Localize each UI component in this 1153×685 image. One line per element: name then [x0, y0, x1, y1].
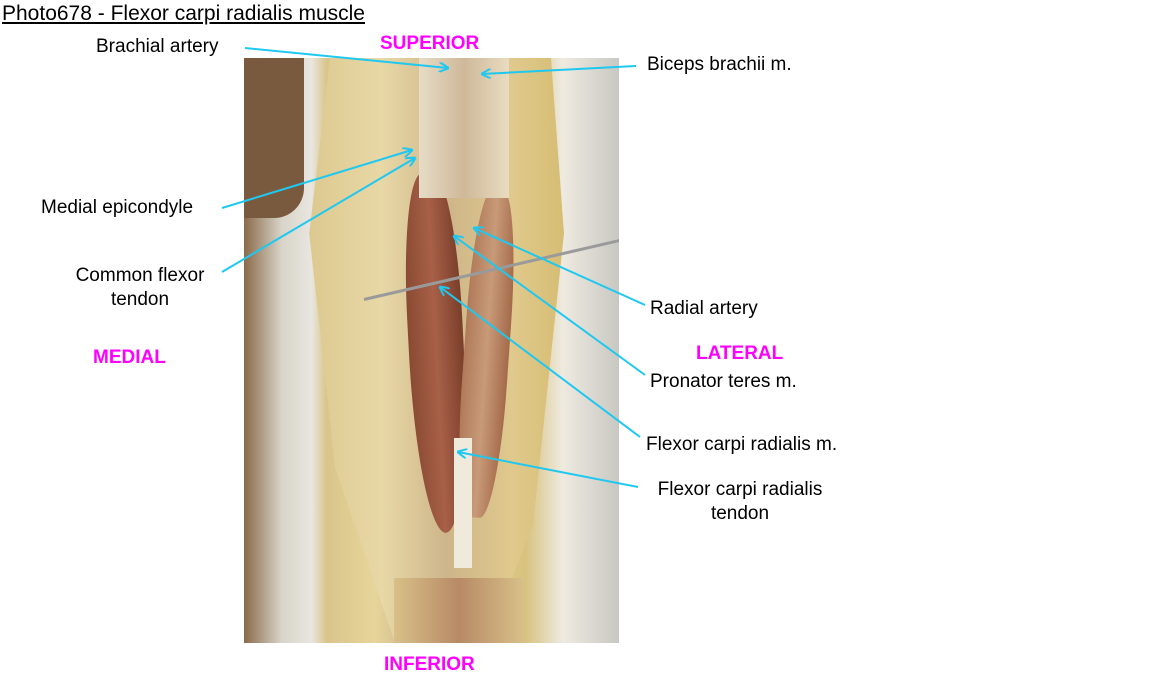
leader-fcr-tendon [458, 452, 639, 488]
label-fcr-tendon: Flexor carpi radialis tendon [640, 478, 840, 526]
leader-fcr-muscle [440, 287, 641, 438]
label-radial-artery: Radial artery [650, 298, 758, 319]
direction-superior: SUPERIOR [380, 33, 480, 54]
leader-brachial-artery [244, 47, 448, 68]
label-pronator-teres: Pronator teres m. [650, 371, 797, 392]
label-common-flexor-tendon: Common flexor tendon [60, 264, 220, 312]
tendon [454, 438, 472, 568]
label-brachial-artery: Brachial artery [96, 36, 219, 57]
label-medial-epicondyle: Medial epicondyle [41, 197, 194, 218]
leader-pronator-teres [454, 236, 646, 376]
label-biceps-brachii: Biceps brachii m. [647, 54, 792, 75]
wrist [394, 578, 524, 643]
label-line: Flexor carpi radialis [657, 479, 823, 500]
label-line: Common flexor [75, 265, 205, 286]
direction-lateral: LATERAL [696, 343, 784, 364]
leader-medial-epicondyle [221, 150, 412, 209]
dissection-photo [244, 58, 619, 643]
label-line: tendon [710, 503, 770, 524]
label-line: tendon [110, 289, 170, 310]
tendons [419, 58, 509, 198]
figure-title: Photo678 - Flexor carpi radialis muscle [2, 2, 365, 25]
leader-biceps-brachii [482, 65, 637, 74]
label-fcr-muscle: Flexor carpi radialis m. [646, 434, 838, 455]
leader-common-flexor-tendon [221, 158, 415, 273]
direction-medial: MEDIAL [93, 347, 166, 368]
leader-radial-artery [474, 228, 646, 306]
direction-inferior: INFERIOR [384, 654, 475, 675]
